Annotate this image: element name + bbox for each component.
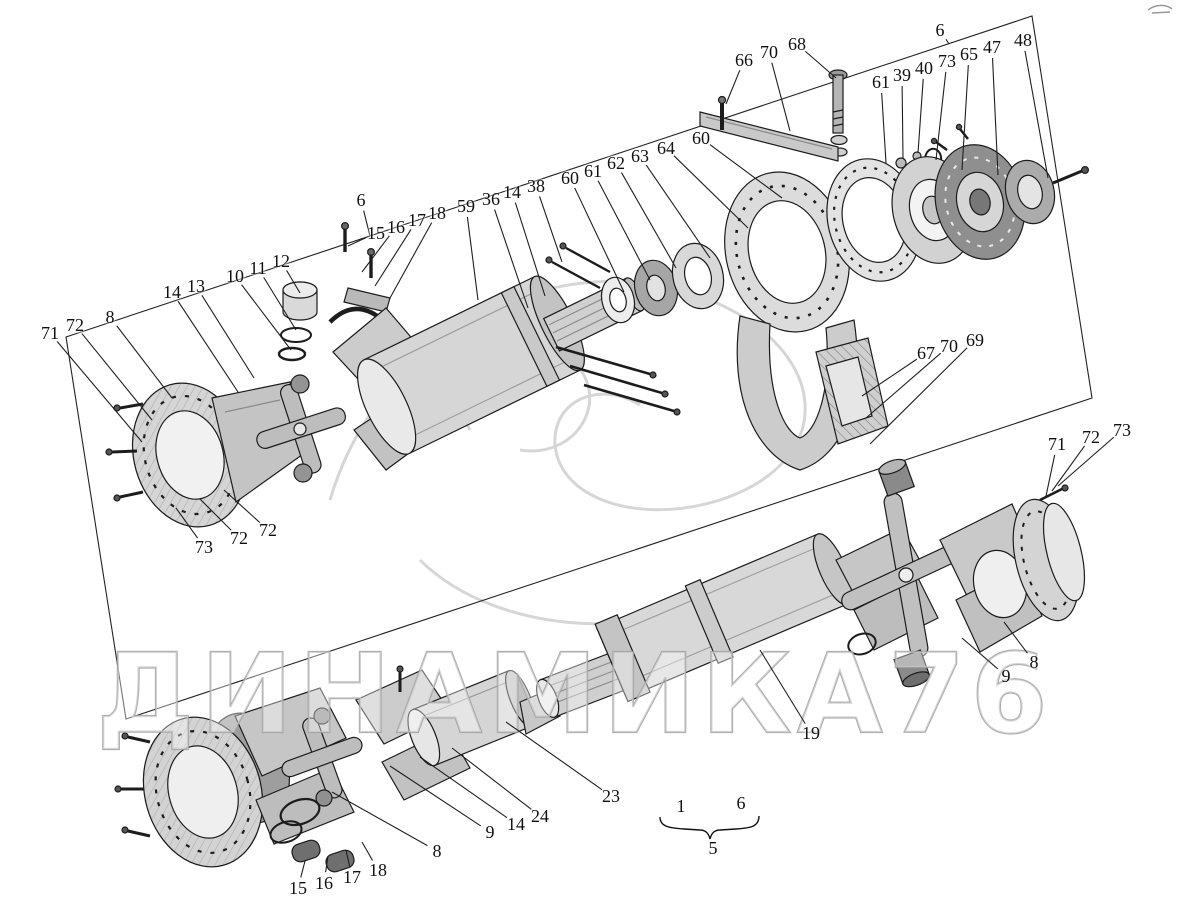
leader-line <box>917 78 924 154</box>
leader-line <box>865 352 942 419</box>
leader-line <box>505 721 603 791</box>
leader-line <box>961 637 999 670</box>
leader-line <box>1045 454 1056 497</box>
leader-line <box>345 849 351 867</box>
leader-line <box>991 57 999 176</box>
leader-line <box>645 164 711 259</box>
leader-line <box>539 196 563 263</box>
leader-line <box>869 347 968 445</box>
leader-line <box>223 489 261 524</box>
flange-yoke-drawing <box>142 716 264 868</box>
stud-bolts-drawing <box>545 242 681 416</box>
leader-line <box>374 228 412 287</box>
washer-disc-drawing <box>600 276 636 324</box>
leader-line <box>286 270 301 294</box>
leader-line <box>451 747 532 810</box>
leader-line <box>116 325 173 399</box>
leader-line <box>961 64 969 171</box>
leader-line <box>935 71 947 161</box>
leader-line <box>201 295 255 379</box>
leader-line <box>1057 436 1115 487</box>
bearing-cup-drawing <box>893 649 931 688</box>
bearing-cup-drawing <box>878 458 916 497</box>
leader-line <box>199 498 232 531</box>
leader-line <box>331 791 428 847</box>
leader-line <box>325 855 329 873</box>
end-cap-drawing <box>1004 159 1089 225</box>
leader-line <box>300 860 306 878</box>
lower-right-driveshaft-drawing <box>536 458 1086 718</box>
leader-line <box>361 841 374 861</box>
group-brace <box>659 815 760 840</box>
leader-line <box>1024 50 1049 179</box>
leader-line <box>901 85 904 159</box>
leader-line <box>466 216 479 301</box>
leader-line <box>597 180 651 281</box>
washer-disc-drawing <box>633 259 679 317</box>
leader-line <box>881 92 887 164</box>
leader-line <box>673 155 749 229</box>
leader-line <box>1003 621 1028 654</box>
leader-line <box>771 62 791 132</box>
leader-line <box>1051 445 1086 492</box>
leader-line <box>347 237 367 247</box>
left-flange-yoke-drawing <box>105 381 307 528</box>
hanger-bracket-drawing <box>815 337 889 445</box>
leader-line <box>177 300 239 393</box>
leader-line <box>56 341 143 443</box>
support-strip-drawing <box>699 95 839 162</box>
spider-cross-drawing <box>841 492 971 658</box>
seal-rings-drawing <box>277 281 318 362</box>
seal-ring-drawing <box>279 797 321 827</box>
leader-line <box>263 277 297 331</box>
leader-line <box>804 50 837 79</box>
right-flange-yoke-drawing <box>939 484 1086 653</box>
bearing-cup-drawing <box>291 839 321 863</box>
sleeve-tube-drawing <box>407 669 536 767</box>
leader-line <box>759 649 806 724</box>
spider-cross-drawing <box>281 707 363 807</box>
upper-driveshaft-drawing <box>105 69 1089 528</box>
leader-line <box>861 358 918 397</box>
leader-line <box>389 765 482 827</box>
washer-disc-drawing <box>671 242 725 310</box>
leader-line <box>494 209 529 309</box>
lower-left-joint-drawing <box>114 665 561 873</box>
leader-line <box>241 284 292 351</box>
seal-ring-drawing <box>269 820 303 844</box>
leader-line <box>363 210 371 237</box>
leader-line <box>709 144 783 199</box>
leader-line <box>574 187 625 293</box>
leader-line <box>945 38 950 45</box>
corner-mark <box>1147 4 1173 14</box>
curved-bracket-drawing <box>736 315 858 471</box>
spider-cross-drawing <box>256 374 347 483</box>
bolt-drawing <box>828 69 848 157</box>
leader-line <box>514 202 546 297</box>
leader-line <box>389 222 433 299</box>
leader-line <box>175 507 199 539</box>
leader-line <box>419 756 508 819</box>
seal-ring-drawing <box>847 632 877 656</box>
leader-line <box>81 333 153 421</box>
watermark-text: ДИНАМИКА76 <box>97 630 1054 758</box>
leader-line <box>620 172 677 269</box>
shaft-tube-drawing <box>594 533 853 703</box>
leader-line <box>725 69 741 105</box>
splined-end-drawing <box>536 650 631 718</box>
leader-line <box>361 235 390 273</box>
